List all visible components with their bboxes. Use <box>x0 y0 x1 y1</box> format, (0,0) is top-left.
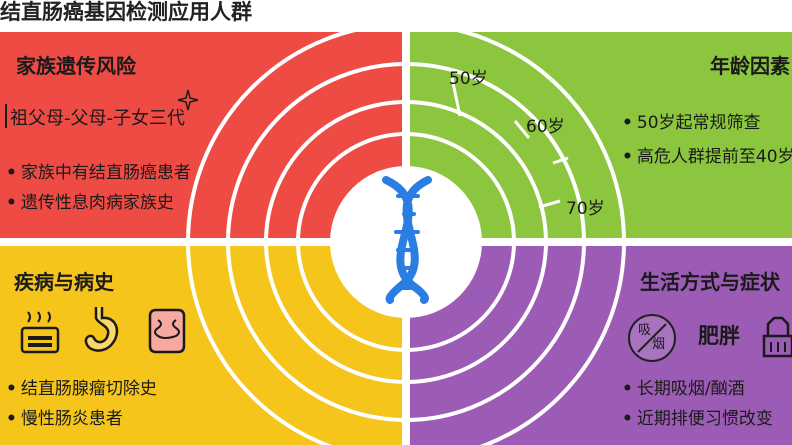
page-title: 结直肠癌基因检测应用人群 <box>0 0 252 24</box>
lifestyle-quadrant-bg <box>410 246 792 445</box>
age-bullet-2: •高危人群提前至40岁 <box>622 147 792 167</box>
family-quadrant-bg <box>0 32 402 238</box>
scale-icon <box>762 316 792 358</box>
heater-icon <box>20 311 60 354</box>
stomach-icon <box>84 307 119 352</box>
smoke-char-2: 烟 <box>652 337 666 352</box>
disease-bullet-2: •慢性肠炎患者 <box>6 409 123 429</box>
intestine-icon <box>148 308 186 354</box>
lifestyle-bullet-1: •长期吸烟/酗酒 <box>622 379 745 399</box>
sparkle-icon <box>177 89 199 111</box>
family-title: 家族遗传风险 <box>16 54 136 78</box>
disease-bullet-1: •结直肠腺瘤切除史 <box>6 379 157 399</box>
family-bullet-1: •家族中有结直肠癌患者 <box>6 163 191 183</box>
disease-title: 疾病与病史 <box>14 270 114 294</box>
smoke-char-1: 吸 <box>638 323 652 338</box>
dna-icon <box>382 176 432 304</box>
age-title: 年龄因素 <box>710 54 790 78</box>
lifestyle-bullet-2: •近期排便习惯改变 <box>622 409 773 429</box>
age-label-70: 70岁 <box>566 199 605 219</box>
age-quadrant-bg <box>410 32 792 238</box>
age-bullet-1: •50岁起常规筛查 <box>622 113 761 133</box>
age-ticks <box>450 77 569 209</box>
disease-quadrant-bg <box>0 246 402 445</box>
bracket-icon <box>5 104 7 128</box>
lifestyle-title: 生活方式与症状 <box>640 270 780 294</box>
age-label-60: 60岁 <box>526 117 565 137</box>
family-bullet-2: •遗传性息肉病家族史 <box>6 193 174 213</box>
obesity-label: 肥胖 <box>698 324 740 348</box>
smoking-badge-icon: 吸 烟 <box>628 314 676 362</box>
generations-label: 祖父母-父母-子女三代 <box>10 108 185 129</box>
age-label-50: 50岁 <box>449 69 488 89</box>
